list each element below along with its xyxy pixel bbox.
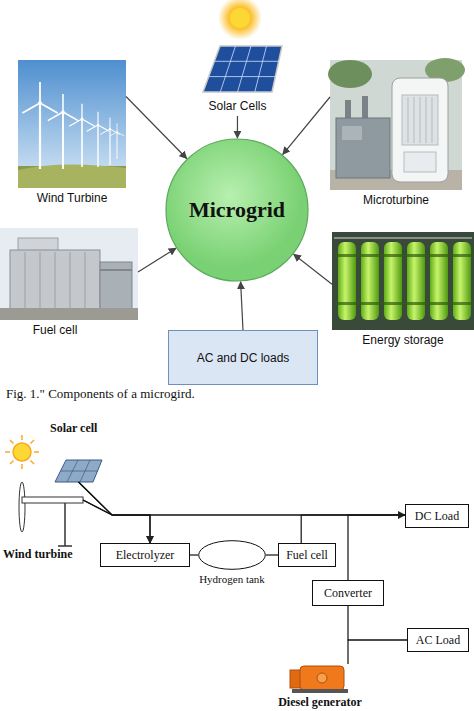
microturbine-node: Microturbine xyxy=(330,60,462,208)
node-label: Solar Cells xyxy=(175,98,300,114)
connector-arrow xyxy=(241,282,243,330)
load-box: AC Load xyxy=(407,628,469,652)
load-box: DC Load xyxy=(405,504,469,528)
circle-outline xyxy=(166,139,308,281)
fuel-cell-photo xyxy=(0,228,138,320)
bus-wire xyxy=(79,482,406,515)
connector-arrow xyxy=(138,248,176,272)
node-label: AC Load xyxy=(416,632,460,648)
node-label: Electrolyzer xyxy=(116,547,175,563)
node-label: Wind Turbine xyxy=(8,190,136,206)
figure-caption: Fig. 1." Components of a microgird. xyxy=(6,386,195,402)
node-label: Wind turbine xyxy=(3,546,98,562)
wind-turbine-node: Wind Turbine xyxy=(18,60,126,206)
load-box: AC and DC loads xyxy=(168,330,318,385)
process-box: Fuel cell xyxy=(278,543,336,567)
solar-cell-source: Solar cell xyxy=(5,420,110,482)
ellipse-outline xyxy=(199,541,266,570)
node-label: Microgrid xyxy=(189,197,285,223)
microturbine-photo xyxy=(328,58,465,190)
solar-panel-symbol xyxy=(55,460,102,482)
process-box: Electrolyzer xyxy=(100,543,190,567)
ac-wire xyxy=(348,640,407,664)
pipe-wire xyxy=(266,554,278,555)
ac-wire xyxy=(348,606,407,640)
energy-storage-node: Energy storage xyxy=(332,232,474,348)
microgrid-circle: Microgrid xyxy=(165,138,309,282)
sun-symbol xyxy=(5,435,39,469)
node-label: Solar cell xyxy=(50,420,130,436)
node-label: Diesel generator xyxy=(255,694,385,710)
bus-wire xyxy=(83,500,405,515)
wind-turbine-symbol xyxy=(19,482,83,546)
connector-arrow xyxy=(294,254,332,284)
wind-turbine-source: Wind turbine xyxy=(3,484,83,564)
connector-arrow xyxy=(283,97,330,154)
bus-wire xyxy=(301,515,405,543)
converter-box: Converter xyxy=(312,580,384,606)
solar-cells-photo xyxy=(203,0,282,92)
solar-cells-node: Solar Cells xyxy=(185,0,290,116)
ellipse-shape xyxy=(198,540,266,570)
node-label: Microturbine xyxy=(330,192,462,208)
fuel-cell-node: Fuel cell xyxy=(0,228,138,338)
diesel-generator-symbol xyxy=(290,666,348,693)
connector-arrow xyxy=(237,116,238,138)
pipe-wire xyxy=(190,554,198,555)
node-label: DC Load xyxy=(415,508,459,524)
node-label: Fuel cell xyxy=(0,322,110,338)
diesel-generator-source: Diesel generator xyxy=(255,664,385,711)
wind-turbine-photo xyxy=(18,60,126,188)
energy-storage-photo xyxy=(332,232,474,330)
node-label: Fuel cell xyxy=(286,547,328,563)
bus-wire xyxy=(79,482,151,543)
storage-tank: Hydrogen tank xyxy=(198,540,266,586)
connector-arrow xyxy=(126,97,187,159)
bus-wire xyxy=(348,515,405,580)
node-label: Energy storage xyxy=(332,332,474,348)
node-label: AC and DC loads xyxy=(197,350,290,366)
node-label: Hydrogen tank xyxy=(186,571,278,587)
bus-wire xyxy=(83,500,150,543)
node-label: Converter xyxy=(324,585,372,601)
